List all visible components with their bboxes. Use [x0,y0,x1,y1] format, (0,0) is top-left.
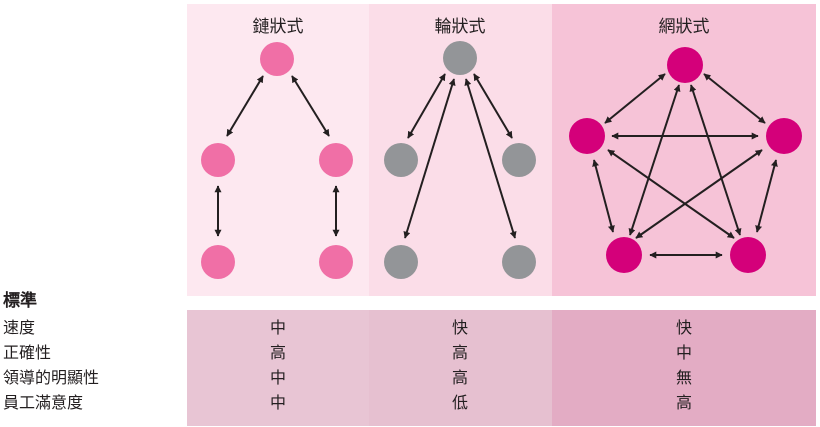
node-allchannel-bottom-right [730,237,766,273]
arrow [226,75,264,137]
allchannel-nodes [569,47,802,273]
cell-wheel-satisfaction: 低 [452,393,468,412]
cell-chain-leader: 中 [270,368,286,387]
wheel-arrows [403,73,517,239]
wheel-nodes [384,41,536,279]
node-allchannel-right [766,118,802,154]
node-allchannel-top [667,47,703,83]
cell-allchannel-leader: 無 [676,368,692,387]
arrow [464,78,517,239]
node-chain-mid-right [319,143,353,177]
node-wheel-mid-left [384,143,418,177]
node-wheel-mid-right [502,143,536,177]
chain-arrows [214,75,340,237]
cell-wheel-speed: 快 [452,318,468,337]
row-label-member-satisfaction: 員工滿意度 [3,393,83,412]
cell-chain-satisfaction: 中 [270,393,286,412]
cell-allchannel-satisfaction: 高 [676,393,692,412]
row-allchannel [552,310,816,426]
row-wheel [369,310,552,426]
node-wheel-bottom-right [502,245,536,279]
cell-chain-accuracy: 高 [270,343,286,362]
title-chain: 鏈狀式 [253,17,304,37]
arrow [291,75,330,137]
cell-allchannel-accuracy: 中 [676,343,692,362]
cell-wheel-leader: 高 [452,368,468,387]
node-allchannel-left [569,118,605,154]
node-chain-bottom-right [319,245,353,279]
row-chain [187,310,369,426]
chain-nodes [201,42,353,279]
allchannel-arrows [592,73,778,259]
row-label-accuracy: 正確性 [3,343,51,362]
arrow [403,78,456,239]
cell-allchannel-speed: 快 [676,318,692,337]
title-wheel: 輪狀式 [435,17,486,37]
cell-chain-speed: 中 [270,318,286,337]
node-chain-bottom-left [201,245,235,279]
arrow [635,149,763,239]
node-allchannel-bottom-left [606,237,642,273]
row-label-speed: 速度 [3,318,35,337]
node-wheel-bottom-left [384,245,418,279]
title-allchannel: 網狀式 [659,17,710,37]
row-label-leader-emergence: 領導的明顯性 [3,368,99,387]
criteria-title: 標準 [3,290,37,311]
node-wheel-center [443,41,477,75]
cell-wheel-accuracy: 高 [452,343,468,362]
node-chain-mid-left [201,143,235,177]
node-chain-top [260,42,294,76]
arrow [755,159,778,233]
